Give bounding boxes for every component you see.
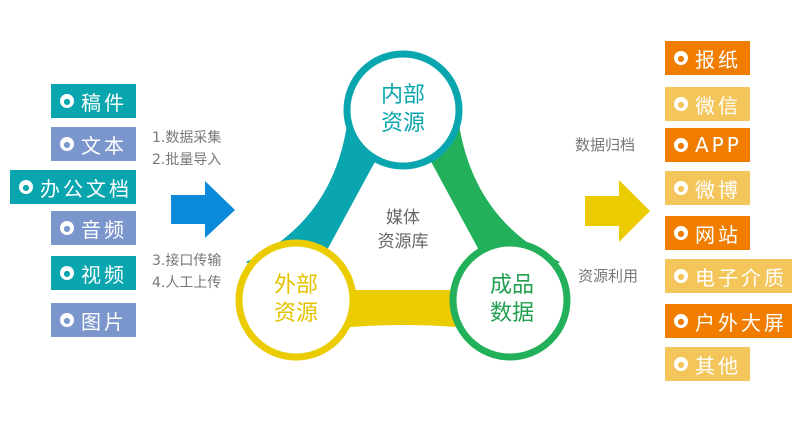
t1: 内部 <box>380 83 425 108</box>
inputs-item: ● 稿件 <box>51 84 136 118</box>
outputs-label: 电子介质 <box>695 265 787 290</box>
r1: 成品 <box>489 273 534 298</box>
outputs-label: 报纸 <box>695 47 741 72</box>
methods-bottom: 3.接口传输 4.人工上传 <box>152 250 221 294</box>
inputs-item: ● 办公文档 <box>10 170 136 204</box>
internal-resources: 内部资源 <box>363 82 443 138</box>
inputs-label: 图片 <box>81 309 127 334</box>
top-circle <box>343 50 463 170</box>
outputs-label: APP <box>695 133 742 157</box>
inputs-label: 办公文档 <box>40 176 132 201</box>
inputs-label: 文本 <box>81 133 127 158</box>
inputs-item: ● 音频 <box>51 211 136 245</box>
method-3: 3.接口传输 <box>152 253 222 269</box>
outputs-label: 微信 <box>695 93 741 118</box>
weibo-icon: ● <box>674 181 688 195</box>
outputs-label: 微博 <box>695 177 741 202</box>
image-icon: ● <box>60 313 74 327</box>
inputs-label: 视频 <box>81 262 127 287</box>
outputs-label: 其他 <box>695 353 741 378</box>
left-circle <box>235 239 357 361</box>
document-icon: ● <box>60 137 74 151</box>
r2: 数据 <box>489 301 534 326</box>
methods-top: 1.数据采集 2.批量导入 <box>152 127 221 171</box>
draft-icon: ● <box>60 94 74 108</box>
office-doc-icon: ● <box>19 180 33 194</box>
inputs-label: 稿件 <box>81 90 127 115</box>
inputs-item: ● 文本 <box>51 127 136 161</box>
inputs-item: ● 图片 <box>51 303 136 337</box>
l2: 资源 <box>273 301 318 326</box>
outputs-item: ● 户外大屏 <box>665 304 792 338</box>
share-icon: ● <box>674 269 688 283</box>
core-area <box>350 180 455 286</box>
outputs-item: ● 微信 <box>665 87 750 121</box>
outputs-item: ● 报纸 <box>665 41 750 75</box>
finished-data: 成品数据 <box>472 272 552 328</box>
l1: 外部 <box>273 273 318 298</box>
video-icon: ● <box>60 266 74 280</box>
method-4: 4.人工上传 <box>152 275 222 291</box>
blue-arrow-icon <box>171 181 235 238</box>
method-1: 1.数据采集 <box>152 130 222 146</box>
external-resources: 外部资源 <box>256 272 336 328</box>
method-2: 2.批量导入 <box>152 152 222 168</box>
inputs-item: ● 视频 <box>51 256 136 290</box>
outputs-item: ● 微博 <box>665 171 750 205</box>
ie-icon: ● <box>674 226 688 240</box>
c1: 媒体 <box>386 208 420 228</box>
outputs-label: 户外大屏 <box>695 310 787 335</box>
newspaper-icon: ● <box>674 51 688 65</box>
media-library: 媒体资源库 <box>353 206 453 254</box>
right-circle <box>449 239 571 361</box>
yellow-arrow-icon <box>585 180 650 242</box>
inputs-label: 音频 <box>81 217 127 242</box>
archive-label: 数据归档 <box>575 136 636 154</box>
outputs-item: ● 其他 <box>665 347 750 381</box>
grid-icon: ● <box>674 357 688 371</box>
outputs-item: ● APP <box>665 128 750 162</box>
usage-label: 资源利用 <box>578 267 639 285</box>
screen-icon: ● <box>674 314 688 328</box>
wechat-icon: ● <box>674 97 688 111</box>
outputs-label: 网站 <box>695 222 741 247</box>
outputs-item: ● 电子介质 <box>665 259 792 293</box>
outputs-item: ● 网站 <box>665 216 750 250</box>
c2: 资源库 <box>377 232 429 252</box>
headphones-icon: ● <box>60 221 74 235</box>
phone-icon: ● <box>674 138 688 152</box>
t2: 资源 <box>380 111 425 136</box>
